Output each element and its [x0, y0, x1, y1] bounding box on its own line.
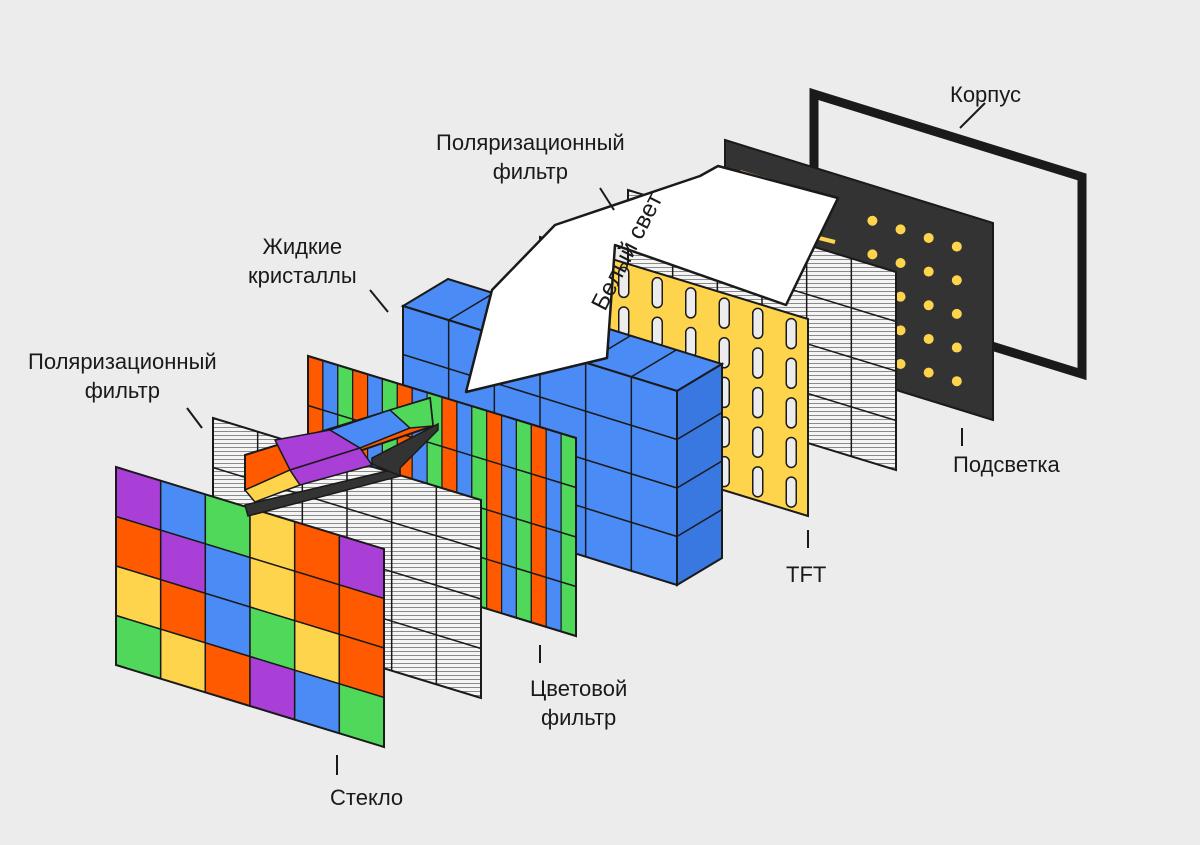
lc-depth-line: [630, 349, 677, 378]
tft-cell: [785, 357, 797, 390]
glass-label: Стекло: [330, 783, 403, 812]
backlight-led: [923, 367, 934, 378]
rear-polarizer-label: Поляризационный фильтр: [436, 128, 625, 186]
tft-cell: [752, 386, 764, 419]
glass-panel: [115, 465, 385, 749]
front-polarizer-label: Поляризационный фильтр: [28, 347, 217, 405]
tft-cell: [785, 436, 797, 469]
backlight-led: [951, 308, 962, 319]
lc-depth-line: [676, 411, 723, 441]
color-filter-label-line1: Цветовой: [530, 676, 628, 701]
color-filter-row-line: [307, 404, 577, 489]
glass-label-text: Стекло: [330, 785, 404, 810]
tft-label-text: TFT: [786, 562, 827, 587]
tft-cell: [685, 287, 697, 319]
light-ray-output: [243, 396, 439, 517]
glass-color-cells: [115, 465, 385, 749]
backlight-led: [895, 291, 906, 302]
rear-polarizer-label-line1: Поляризационный: [436, 130, 625, 155]
backlight-led: [923, 333, 934, 344]
backlight-led: [951, 275, 962, 286]
tft-cell: [785, 317, 797, 350]
tft-cell: [752, 347, 764, 379]
backlight-label-text: Подсветка: [953, 452, 1060, 477]
housing-label: Корпус: [950, 80, 1021, 109]
tft-cell: [618, 266, 630, 299]
backlight-led: [923, 232, 934, 243]
liquid-crystals-label-line2: кристаллы: [248, 263, 357, 288]
backlight-led: [895, 325, 906, 336]
tft-cell: [718, 337, 730, 369]
lc-grid-line: [402, 353, 678, 441]
backlight-led: [951, 241, 962, 252]
rear-polarizer-label-line2: фильтр: [492, 159, 568, 184]
liquid-crystals-label-line1: Жидкие: [262, 234, 343, 259]
backlight-led: [923, 300, 934, 311]
tft-cell: [752, 466, 764, 498]
lc-depth-line: [448, 292, 495, 321]
backlight-led: [867, 215, 878, 226]
lc-depth-line: [676, 460, 723, 489]
color-filter-label-line2: фильтр: [540, 705, 617, 730]
backlight-label: Подсветка: [953, 450, 1060, 479]
leader-lines: [186, 102, 986, 775]
tft-cell: [718, 297, 730, 329]
backlight-led: [895, 224, 906, 235]
housing-label-text: Корпус: [950, 82, 1021, 107]
color-filter-label: Цветовой фильтр: [530, 674, 627, 732]
backlight-led: [895, 358, 906, 369]
tft-cell: [752, 426, 764, 458]
liquid-crystals-label: Жидкие кристаллы: [248, 232, 357, 290]
backlight-led: [923, 266, 934, 277]
backlight-led: [951, 376, 962, 387]
front-polarizer-label-line1: Поляризационный: [28, 349, 217, 374]
front-polarizer-label-line2: фильтр: [84, 378, 160, 403]
backlight-led: [895, 258, 906, 269]
tft-label: TFT: [786, 560, 826, 589]
backlight-led: [951, 342, 962, 353]
tft-cell: [752, 307, 764, 340]
backlight-led: [867, 249, 878, 260]
lc-depth-line: [676, 508, 723, 538]
tft-cell: [785, 476, 797, 508]
tft-cell: [651, 276, 663, 309]
tft-cell: [785, 397, 797, 429]
